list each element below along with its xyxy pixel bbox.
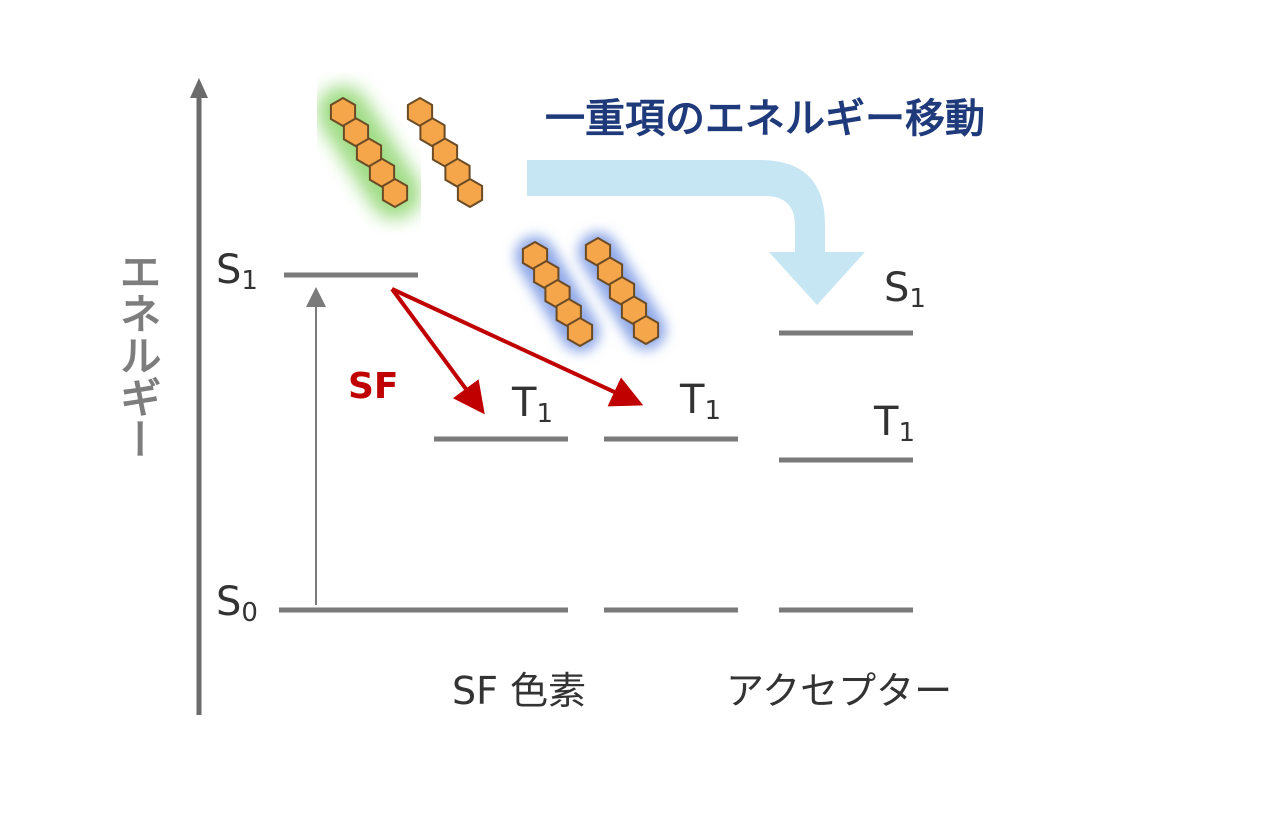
pentacene-molecule-icon: [521, 240, 594, 348]
hexagon-ring: [566, 316, 594, 348]
state-label-t1-sf-dye-a: T1: [512, 380, 553, 429]
state-label-t1-sf-dye-b: T1: [680, 377, 721, 426]
pentacene-molecule-icon: [406, 96, 484, 209]
sf-process-label: SF: [348, 366, 399, 407]
category-label-acceptor: アクセプター: [726, 669, 953, 713]
diagram-title: 一重項のエネルギー移動: [545, 96, 985, 142]
state-label-t1-acceptor: T1: [874, 399, 915, 448]
category-label-sf-dye: SF 色素: [452, 669, 587, 713]
sf-arrow-to-t1-b: [391, 287, 644, 407]
hexagon-ring: [632, 314, 660, 346]
hexagon-ring: [381, 177, 409, 209]
pentacene-molecule-icon: [329, 96, 409, 209]
energy-levels: [279, 272, 913, 613]
state-label-s1-acceptor: S1: [884, 265, 926, 314]
hexagon-ring: [456, 177, 484, 209]
energy-axis-arrowhead: [190, 78, 208, 98]
state-label-s1-sf-dye: S1: [216, 247, 258, 296]
state-label-s0-sf-dye: S0: [216, 579, 258, 628]
sf-arrow-to-t1-a: [390, 287, 485, 415]
energy-transfer-arrow: [527, 160, 865, 305]
energy-axis-label: エネルギー: [113, 250, 162, 460]
pentacene-molecule-icon: [584, 236, 660, 346]
